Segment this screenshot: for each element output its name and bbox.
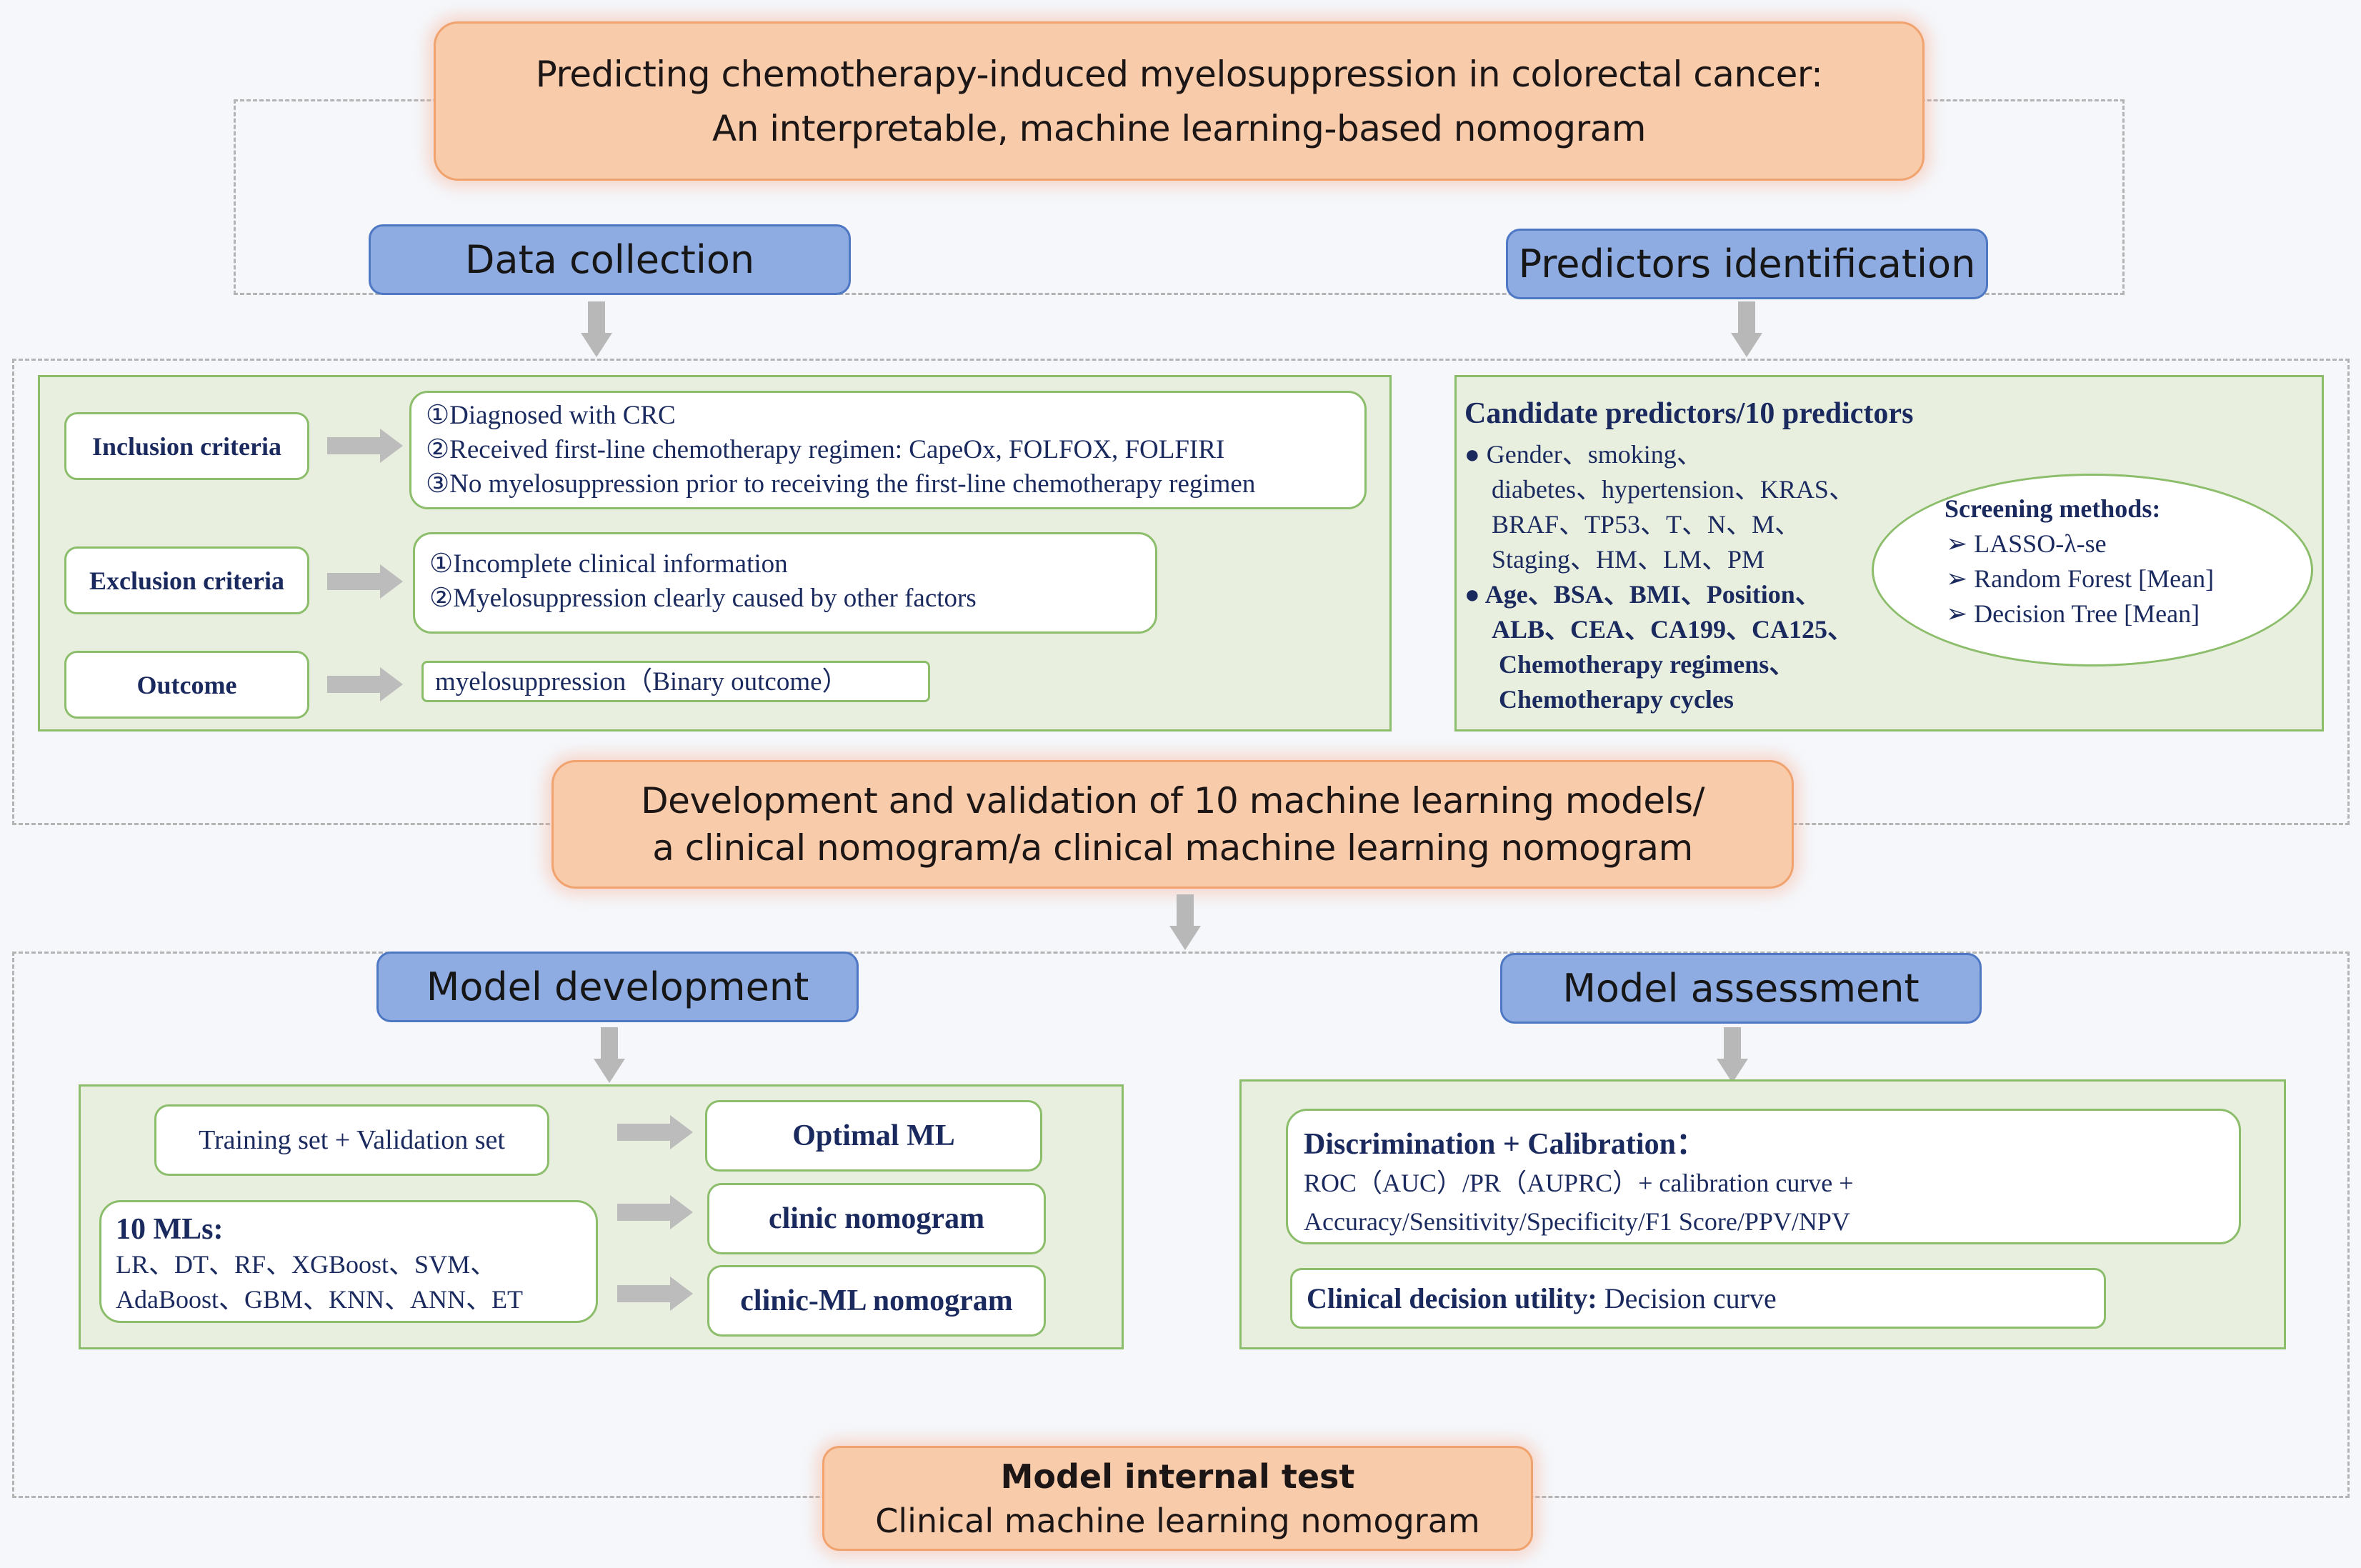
header-predictors-identification-label: Predictors identification: [1518, 241, 1976, 286]
discrimination-calibration-box: Discrimination + Calibration： ROC（AUC）/P…: [1286, 1109, 2241, 1244]
discrimination-line: Accuracy/Sensitivity/Specificity/F1 Scor…: [1304, 1207, 1850, 1236]
training-validation-box: Training set + Validation set: [154, 1104, 549, 1176]
header-data-collection: Data collection: [369, 224, 851, 295]
predictor-line: Age、BSA、BMI、Position、: [1484, 580, 1821, 609]
predictors-group1: ● Gender、smoking、 diabetes、hypertension、…: [1464, 437, 1855, 577]
screening-method: LASSO-λ-se: [1974, 529, 2107, 558]
clinical-decision-value: Decision curve: [1597, 1282, 1777, 1314]
output-clinic-nomogram: clinic nomogram: [707, 1183, 1046, 1254]
outcome-label-text: Outcome: [136, 670, 237, 699]
development-box: Development and validation of 10 machine…: [551, 760, 1794, 889]
inclusion-label-text: Inclusion criteria: [92, 431, 281, 461]
arrow-right-icon: [617, 1195, 694, 1229]
screening-methods-ellipse: [1872, 474, 2313, 666]
predictors-group2: ● Age、BSA、BMI、Position、 ALB、CEA、CA199、CA…: [1464, 577, 1853, 717]
screening-title: Screening methods:: [1945, 494, 2161, 523]
predictor-line: Staging、HM、LM、PM: [1492, 545, 1765, 574]
output-label: clinic-ML nomogram: [740, 1284, 1013, 1317]
screening-methods: Screening methods: ➢ LASSO-λ-se ➢ Random…: [1945, 491, 2214, 631]
inclusion-item: ②Received first-line chemotherapy regime…: [426, 435, 1225, 464]
header-model-development-label: Model development: [426, 964, 809, 1009]
internal-test-title: Model internal test: [1000, 1457, 1355, 1496]
predictor-line: diabetes、hypertension、KRAS、: [1492, 475, 1855, 504]
screening-method: Decision Tree [Mean]: [1974, 599, 2200, 628]
predictor-line: Chemotherapy cycles: [1499, 685, 1734, 714]
chevron-right-icon: ➢: [1946, 564, 1968, 593]
output-clinic-ml-nomogram: clinic-ML nomogram: [707, 1265, 1046, 1337]
ml-models-line: LR、DT、RF、XGBoost、SVM、: [116, 1250, 496, 1279]
arrow-right-icon: [327, 564, 404, 599]
header-model-assessment: Model assessment: [1500, 953, 1982, 1024]
exclusion-item: ②Myelosuppression clearly caused by othe…: [429, 584, 977, 613]
training-validation-text: Training set + Validation set: [199, 1125, 505, 1155]
ml-models-title: 10 MLs:: [116, 1213, 224, 1246]
inclusion-criteria-list: ①Diagnosed with CRC ②Received first-line…: [409, 391, 1367, 509]
exclusion-label-text: Exclusion criteria: [89, 566, 284, 595]
internal-test-subtitle: Clinical machine learning nomogram: [875, 1501, 1480, 1540]
header-model-assessment-label: Model assessment: [1562, 966, 1920, 1011]
title-line1: Predicting chemotherapy-induced myelosup…: [535, 53, 1823, 95]
output-label: Optimal ML: [792, 1119, 955, 1152]
outcome-value-text: myelosuppression（Binary outcome）: [435, 667, 849, 696]
chevron-right-icon: ➢: [1946, 599, 1968, 628]
header-data-collection-label: Data collection: [464, 237, 755, 282]
discrimination-title: Discrimination + Calibration：: [1304, 1128, 1706, 1161]
discrimination-line: ROC（AUC）/PR（AUPRC）+ calibration curve +: [1304, 1169, 1854, 1197]
arrow-down-icon: [594, 1027, 625, 1084]
predictor-line: BRAF、TP53、T、N、M、: [1492, 510, 1801, 539]
exclusion-criteria-list: ①Incomplete clinical information ②Myelos…: [413, 532, 1157, 634]
predictor-line: Chemotherapy regimens、: [1499, 650, 1795, 679]
arrow-down-icon: [581, 301, 612, 359]
outcome-label: Outcome: [64, 651, 309, 719]
chevron-right-icon: ➢: [1946, 529, 1968, 558]
predictor-line: ALB、CEA、CA199、CA125、: [1492, 615, 1854, 644]
ml-models-box: 10 MLs: LR、DT、RF、XGBoost、SVM、 AdaBoost、G…: [99, 1200, 598, 1323]
exclusion-item: ①Incomplete clinical information: [429, 549, 788, 579]
arrow-down-icon: [1169, 894, 1201, 952]
arrow-down-icon: [1717, 1027, 1748, 1084]
arrow-right-icon: [327, 667, 404, 701]
arrow-right-icon: [327, 429, 404, 463]
outcome-value: myelosuppression（Binary outcome）: [421, 661, 930, 702]
screening-method: Random Forest [Mean]: [1974, 564, 2215, 593]
bullet-icon: ●: [1464, 440, 1480, 469]
output-optimal-ml: Optimal ML: [705, 1100, 1042, 1172]
arrow-down-icon: [1731, 301, 1762, 359]
development-line1: Development and validation of 10 machine…: [641, 780, 1704, 822]
arrow-right-icon: [617, 1115, 694, 1149]
inclusion-item: ①Diagnosed with CRC: [426, 401, 676, 430]
header-predictors-identification: Predictors identification: [1506, 229, 1988, 299]
predictors-title: Candidate predictors/10 predictors: [1464, 397, 1914, 430]
internal-test-box: Model internal test Clinical machine lea…: [822, 1446, 1533, 1551]
predictor-line: Gender、smoking、: [1486, 440, 1702, 469]
ml-models-line: AdaBoost、GBM、KNN、ANN、ET: [116, 1285, 523, 1314]
inclusion-criteria-label: Inclusion criteria: [64, 412, 309, 480]
clinical-decision-box: Clinical decision utility: Decision curv…: [1290, 1268, 2106, 1329]
title-line2: An interpretable, machine learning-based…: [712, 107, 1647, 149]
arrow-right-icon: [617, 1277, 694, 1311]
clinical-decision-label: Clinical decision utility:: [1307, 1282, 1597, 1314]
exclusion-criteria-label: Exclusion criteria: [64, 546, 309, 614]
header-model-development: Model development: [376, 952, 859, 1022]
development-line2: a clinical nomogram/a clinical machine l…: [652, 827, 1693, 869]
inclusion-item: ③No myelosuppression prior to receiving …: [426, 469, 1256, 499]
title-box: Predicting chemotherapy-induced myelosup…: [434, 21, 1925, 181]
output-label: clinic nomogram: [768, 1202, 985, 1235]
bullet-icon: ●: [1464, 580, 1480, 609]
